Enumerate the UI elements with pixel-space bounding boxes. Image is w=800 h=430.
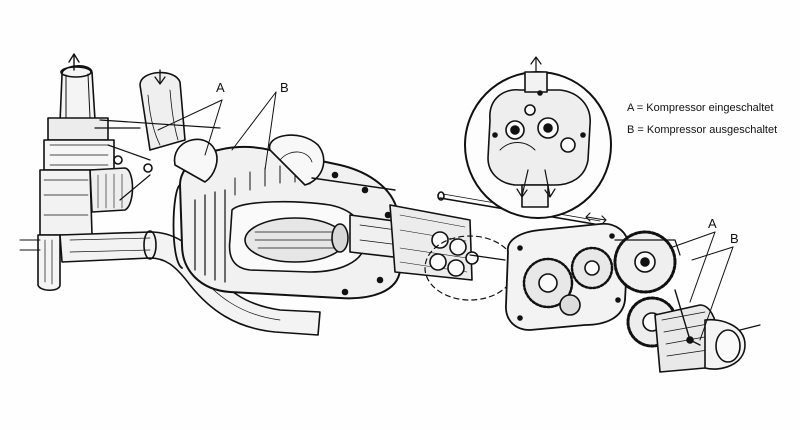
intake-elbow <box>99 69 221 151</box>
gear-train <box>613 230 761 373</box>
legend-key: A <box>627 102 634 114</box>
legend: A = Kompressor eingeschaltet B = Kompres… <box>627 97 777 141</box>
callout-b-right: B <box>730 231 739 246</box>
legend-row-b: B = Kompressor ausgeschaltet <box>627 119 777 141</box>
valve-detail-inset <box>464 56 612 219</box>
callout-b-left: B <box>280 80 289 95</box>
drive-shaft-bundle <box>349 204 516 301</box>
legend-equals: = <box>636 102 644 114</box>
callout-a-left: A <box>216 80 225 95</box>
callout-a-right: A <box>708 216 717 231</box>
callout-leaders <box>157 91 734 341</box>
gear-cover-plate <box>505 212 629 331</box>
legend-text: Kompressor ausgeschaltet <box>646 124 778 136</box>
legend-key: B <box>627 124 635 136</box>
legend-equals: = <box>637 124 644 136</box>
legend-text: Kompressor eingeschaltet <box>646 102 774 114</box>
compressor-housing <box>172 134 401 300</box>
legend-row-a: A = Kompressor eingeschaltet <box>627 97 777 119</box>
